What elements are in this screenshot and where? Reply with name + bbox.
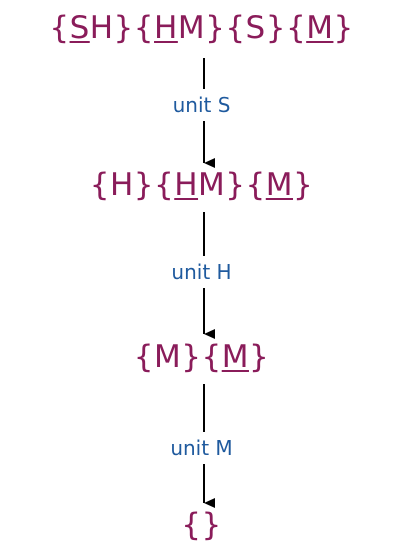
clause: {HM}	[154, 167, 246, 203]
clause-set-empty: {}	[0, 505, 403, 545]
clause: {}	[181, 507, 222, 543]
clause: {M}	[245, 167, 314, 203]
clause-set-after-s: {H}{HM}{M}	[0, 165, 403, 205]
clause: {S}	[225, 10, 286, 46]
clause: {SH}	[49, 10, 134, 46]
step-label-unit-m: unit M	[170, 436, 233, 460]
clause-set-initial: {SH}{HM}{S}{M}	[0, 8, 403, 48]
step-label-unit-h: unit H	[171, 260, 232, 284]
clause: {M}	[133, 339, 202, 375]
clause: {M}	[285, 10, 354, 46]
step-label-unit-s: unit S	[172, 93, 231, 117]
clause: {HM}	[133, 10, 226, 46]
clause: {H}	[89, 167, 154, 203]
clause: {M}	[201, 339, 270, 375]
clause-set-after-h: {M}{M}	[0, 337, 403, 377]
